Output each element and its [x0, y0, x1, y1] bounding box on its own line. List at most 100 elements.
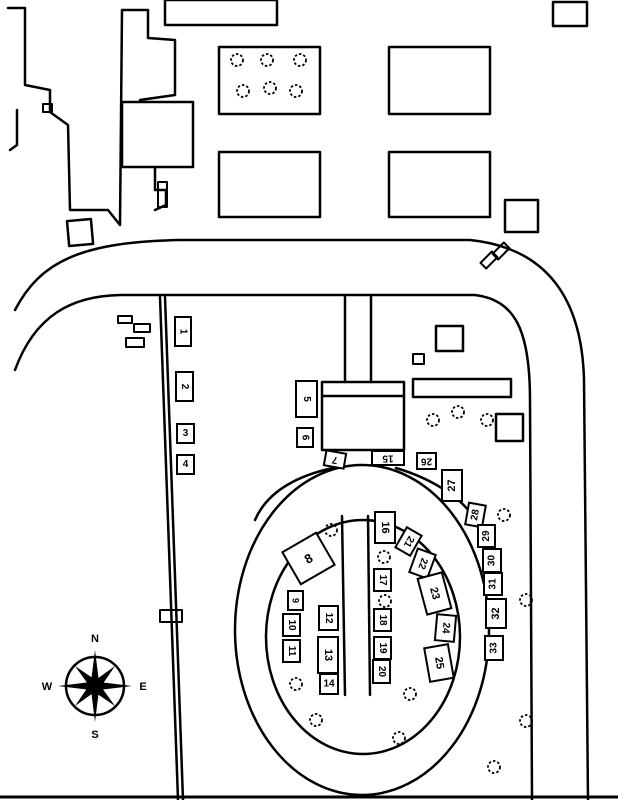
top-left-lot [163, 0, 279, 27]
lot-17-label: 17 [377, 574, 388, 586]
tree-icon [236, 84, 250, 98]
lot-15: 15 [371, 450, 405, 466]
lot-30-label: 30 [487, 555, 498, 567]
track-outer [233, 463, 491, 797]
lot-33-label: 33 [489, 642, 500, 654]
lot-29-label: 29 [481, 530, 492, 542]
lot-24-label: 24 [439, 622, 451, 634]
lot-25-box [423, 643, 455, 683]
lot-6: 6 [296, 427, 314, 448]
lot-13: 13 [317, 636, 339, 674]
lot-16-label: 16 [379, 521, 391, 533]
lot-32-label: 32 [490, 607, 502, 619]
lot-26: 26 [416, 452, 437, 470]
lot-3-box [176, 423, 195, 444]
tree-icon [263, 81, 277, 95]
left-edge-wall [8, 108, 19, 152]
lot-31: 31 [483, 572, 503, 596]
lot-10-box [282, 613, 301, 637]
lot-4: 4 [176, 454, 195, 475]
lot-7-box [322, 449, 348, 470]
lot-1-label: 1 [178, 329, 189, 335]
lot-14-box [319, 673, 339, 695]
map-linework [6, 0, 590, 800]
tree-icon [426, 413, 440, 427]
lot-4-label: 4 [183, 459, 189, 470]
lot-28: 28 [464, 501, 487, 529]
lot-26-box [416, 452, 437, 470]
small-kiosk [412, 353, 425, 365]
main-building [120, 100, 195, 169]
kiosk-southeast [494, 412, 525, 443]
lot-27-label: 27 [446, 479, 458, 491]
tree-icon [487, 760, 501, 774]
lot-11-label: 11 [286, 646, 297, 657]
lot-18-label: 18 [377, 614, 388, 626]
lot-27: 27 [441, 469, 463, 502]
lot-3: 3 [176, 423, 195, 444]
lot-24: 24 [433, 613, 458, 643]
lot-1: 1 [174, 316, 192, 347]
corner-shed [551, 0, 589, 28]
lot-25-label: 25 [432, 656, 446, 670]
track-infield-left-line [340, 514, 347, 697]
west-path-left [158, 295, 180, 800]
lot-7-label: 7 [331, 454, 339, 466]
tree-icon [392, 731, 406, 745]
lot-29: 29 [477, 524, 496, 548]
building-annex [153, 166, 168, 212]
tree-icon [260, 53, 274, 67]
gate-booth [65, 217, 95, 248]
tree-icon [497, 508, 511, 522]
lot-13-label: 13 [322, 649, 334, 661]
tree-icon [519, 714, 533, 728]
compass-west-label: W [42, 681, 53, 693]
lot-1-box [174, 316, 192, 347]
lot-33-box [484, 635, 504, 661]
lot-6-label: 6 [300, 435, 311, 441]
compass-rose: N S E W [42, 633, 147, 741]
lot-6-box [296, 427, 314, 448]
small-marker-1 [491, 241, 511, 261]
road-outer-edge [13, 238, 590, 800]
orchard-plot [217, 45, 322, 116]
kiosk-large [434, 324, 465, 353]
lot-28-box [464, 501, 487, 529]
lot-19-label: 19 [377, 642, 388, 654]
lot-32: 32 [485, 598, 507, 629]
lot-26-label: 26 [421, 456, 433, 467]
lot-16: 16 [374, 511, 396, 544]
lot-19: 19 [373, 636, 392, 660]
lot-12-label: 12 [323, 612, 334, 624]
lot-31-label: 31 [488, 578, 499, 590]
compass-east-label: E [139, 681, 146, 693]
field-west [217, 150, 322, 219]
tree-icon [519, 593, 533, 607]
lot-2-box [175, 371, 194, 402]
tree-icon [480, 413, 494, 427]
compass-diagonals-2 [75, 666, 115, 706]
tree-icon [289, 84, 303, 98]
lot-20-label: 20 [376, 666, 387, 678]
compass-south-label: S [91, 729, 98, 741]
lot-7: 7 [322, 449, 348, 470]
lot-23-label: 23 [427, 586, 442, 601]
tree-icon [289, 677, 303, 691]
field-northeast [387, 45, 492, 116]
tree-icon [309, 713, 323, 727]
west-path-right [163, 295, 185, 800]
lot-9-box [287, 590, 304, 611]
lot-16-box [374, 511, 396, 544]
lot-8: 8 [280, 531, 337, 586]
tree-icon [377, 550, 391, 564]
lot-20-box [372, 659, 391, 684]
small-marker-2 [479, 250, 499, 270]
track-infield-right-line [366, 514, 372, 697]
small-shed [42, 103, 53, 113]
lot-5-box [295, 380, 318, 418]
field-east [387, 150, 492, 219]
small-annex [157, 181, 168, 208]
tree-icon [378, 594, 392, 608]
lot-18-box [373, 608, 392, 632]
